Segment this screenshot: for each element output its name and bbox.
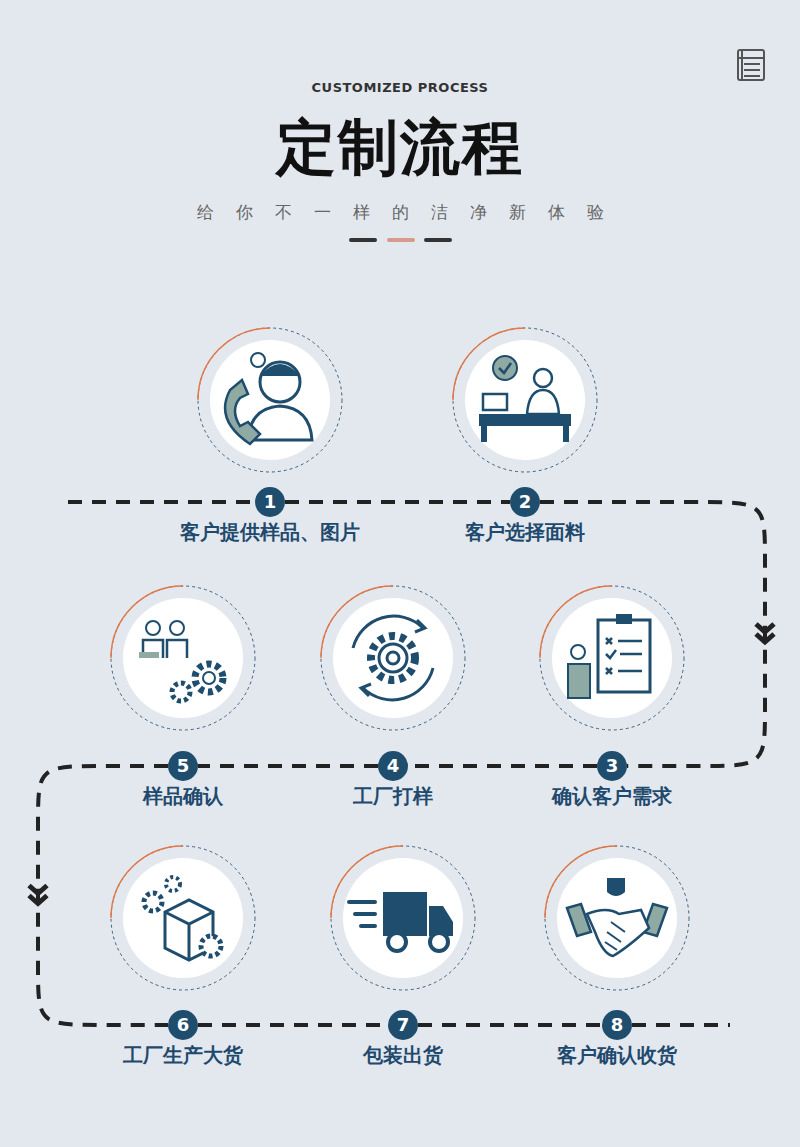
step-badge: 2客户选择面料 xyxy=(510,487,540,517)
title-bar xyxy=(424,238,452,242)
dash-line xyxy=(68,500,256,504)
step-badge: 4工厂打样 xyxy=(378,751,408,781)
step-badge: 6工厂生产大货 xyxy=(168,1010,198,1040)
step-number: 6 xyxy=(168,1010,198,1040)
arrow-head xyxy=(756,624,774,642)
flow-connector xyxy=(198,766,378,767)
dash-line xyxy=(285,500,510,504)
step-label: 样品确认 xyxy=(143,783,223,810)
flow-connector xyxy=(418,1025,602,1026)
flow-connector xyxy=(198,1025,388,1026)
step-label: 包装出货 xyxy=(363,1042,443,1069)
dash-line xyxy=(198,1023,388,1027)
step-number: 8 xyxy=(602,1010,632,1040)
tagline: 给你不一样的洁净新体验 xyxy=(0,201,800,224)
desk-icon xyxy=(453,328,597,472)
dash-line xyxy=(198,764,378,768)
title: 定制流程 xyxy=(0,108,800,189)
subtitle: CUSTOMIZED PROCESS xyxy=(0,80,800,95)
step-label: 客户提供样品、图片 xyxy=(180,519,360,546)
phone-icon xyxy=(198,328,342,472)
step-number: 5 xyxy=(168,751,198,781)
step-label: 工厂打样 xyxy=(353,783,433,810)
step-badge: 3确认客户需求 xyxy=(597,751,627,781)
step-number: 2 xyxy=(510,487,540,517)
title-bar xyxy=(387,238,415,242)
title-bar xyxy=(349,238,377,242)
handshake-icon xyxy=(545,846,689,990)
step-badge: 5样品确认 xyxy=(168,751,198,781)
step-label: 确认客户需求 xyxy=(552,783,672,810)
step-number: 4 xyxy=(378,751,408,781)
dash-line xyxy=(418,1023,602,1027)
step-label: 客户确认收货 xyxy=(557,1042,677,1069)
book-icon xyxy=(738,50,764,80)
step-label: 客户选择面料 xyxy=(465,519,585,546)
step-badge: 8客户确认收货 xyxy=(602,1010,632,1040)
gear-cycle-icon xyxy=(321,586,465,730)
step-number: 3 xyxy=(597,751,627,781)
step-number: 1 xyxy=(255,487,285,517)
step-number: 7 xyxy=(388,1010,418,1040)
truck-icon xyxy=(331,846,475,990)
dash-line xyxy=(632,1023,730,1027)
step-badge: 1客户提供样品、图片 xyxy=(255,487,285,517)
step-label: 工厂生产大货 xyxy=(123,1042,243,1069)
production-icon xyxy=(111,846,255,990)
flow-connector xyxy=(408,766,597,767)
step-badge: 7包装出货 xyxy=(388,1010,418,1040)
dash-line xyxy=(408,764,597,768)
meeting-icon xyxy=(111,586,255,730)
arrow-head xyxy=(29,886,47,904)
checklist-icon xyxy=(540,586,684,730)
flow-connector xyxy=(285,502,510,503)
